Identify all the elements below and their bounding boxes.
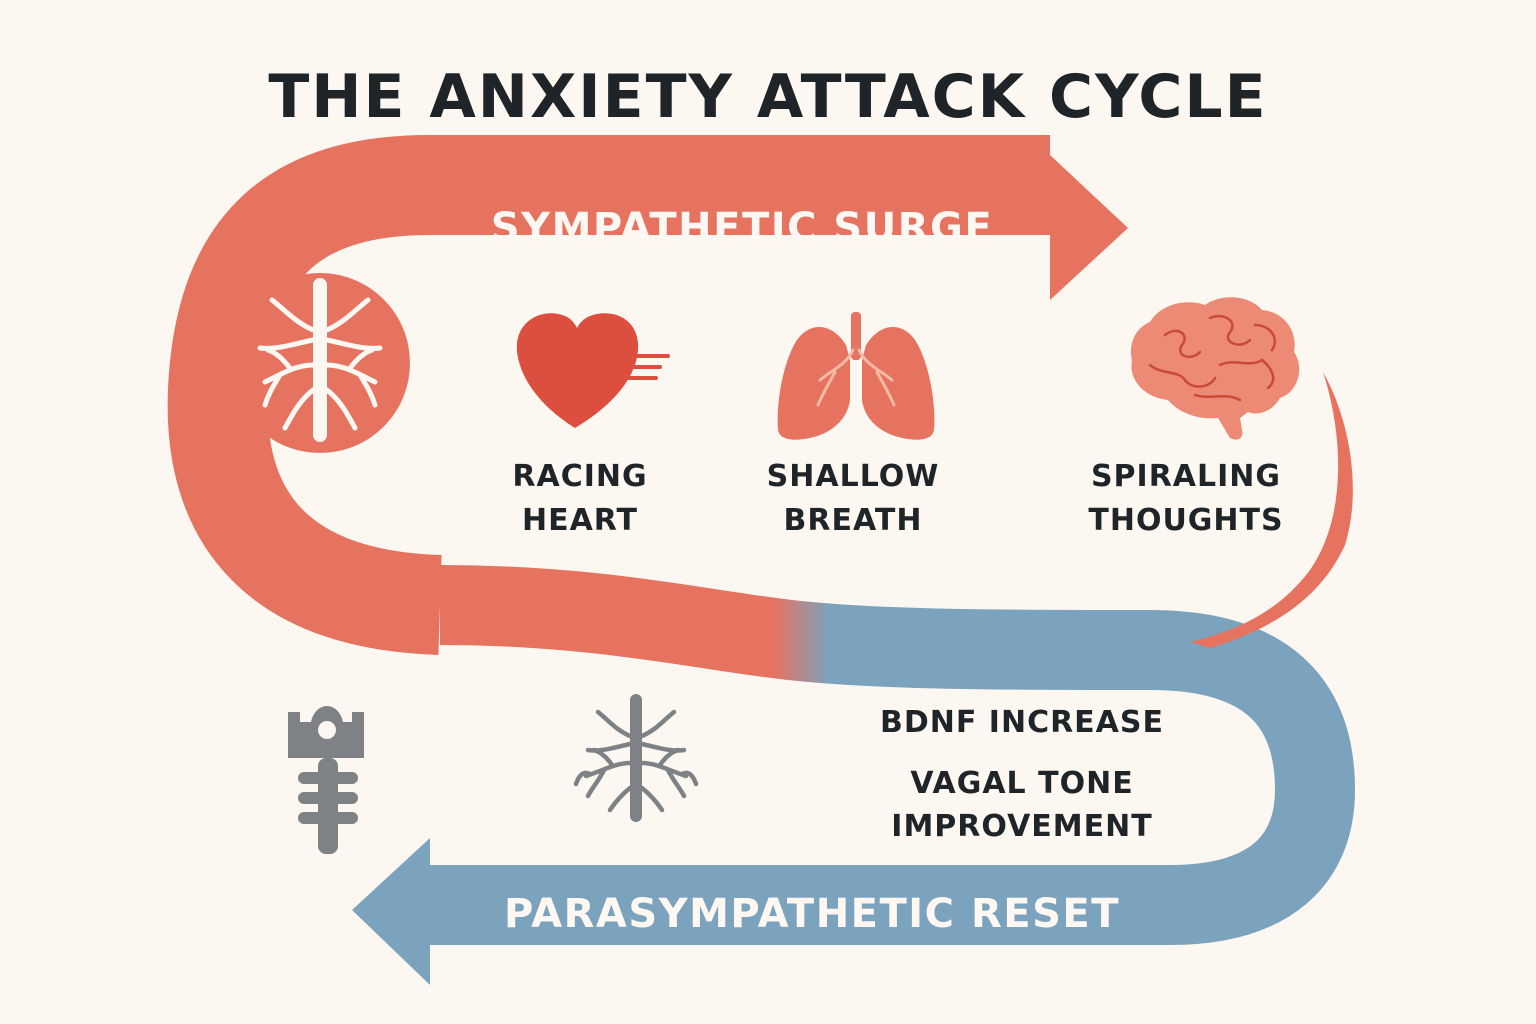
sympathetic-arrowhead: [1050, 155, 1128, 300]
page-title: THE ANXIETY ATTACK CYCLE: [268, 62, 1267, 132]
symptom-label: RACING: [512, 459, 647, 494]
sympathetic-tail: [1190, 372, 1353, 648]
parasympathetic-arrowhead: [352, 838, 430, 985]
sympathetic-label: SYMPATHETIC SURGE: [491, 205, 993, 251]
symptom-label: THOUGHTS: [1088, 503, 1283, 538]
parasympathetic-band: [430, 610, 1356, 945]
symptom-label: HEART: [522, 503, 638, 538]
symptom-label: SHALLOW: [767, 459, 940, 494]
heart-icon: [516, 313, 670, 428]
symptom-label: BREATH: [784, 503, 923, 538]
sympathetic-band: [167, 135, 1050, 655]
parasympathetic-label: PARASYMPATHETIC RESET: [504, 891, 1120, 937]
benefit-label: BDNF INCREASE: [880, 705, 1164, 740]
symptom-label: SPIRALING: [1091, 459, 1281, 494]
benefit-label: VAGAL TONE: [910, 766, 1133, 801]
nerve-tree-icon: [573, 694, 699, 822]
spine-icon: [288, 706, 364, 854]
benefit-label: IMPROVEMENT: [891, 809, 1152, 844]
lungs-icon: [777, 312, 935, 440]
nerve-tree-icon: [257, 278, 383, 442]
brain-icon: [1130, 297, 1300, 440]
transition-band: [439, 565, 1151, 690]
